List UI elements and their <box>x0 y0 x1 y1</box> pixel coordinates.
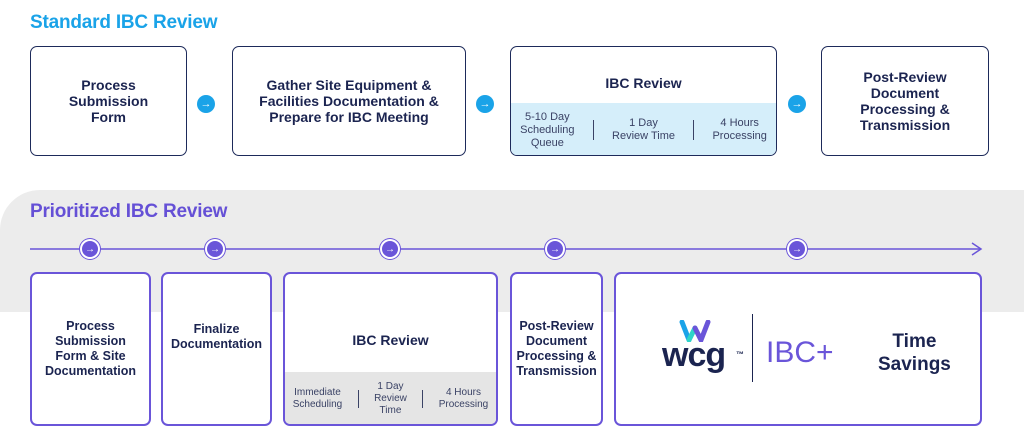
ibc-plus-wordmark: IBC+ <box>766 336 834 369</box>
step-label: Finalize Documentation <box>171 322 262 351</box>
divider <box>357 390 359 408</box>
standard-step-post-review: Post-Review Document Processing & Transm… <box>821 46 989 156</box>
step-label: Post-Review Document Processing & Transm… <box>859 69 951 133</box>
circle-arrow-right-icon: → <box>547 241 563 257</box>
prioritized-step-post-review: Post-Review Document Processing & Transm… <box>510 272 603 426</box>
detail-scheduling: Immediate Scheduling <box>292 387 343 410</box>
circle-arrow-right-icon: → <box>382 241 398 257</box>
prioritized-step-ibc-review: IBC Review Immediate Scheduling 1 Day Re… <box>283 272 498 426</box>
standard-step-ibc-review: IBC Review 5-10 Day Scheduling Queue 1 D… <box>510 46 777 156</box>
step-label: Process Submission Form & Site Documenta… <box>45 319 136 378</box>
time-savings-label: Time Savings <box>878 331 951 375</box>
divider <box>422 390 424 408</box>
circle-arrow-right-icon: → <box>207 241 223 257</box>
step-label: IBC Review <box>605 75 682 91</box>
detail-review-time: 1 Day Review Time <box>612 117 675 142</box>
divider <box>693 120 695 140</box>
trademark-symbol: ™ <box>736 350 744 359</box>
standard-step-process-submission: Process Submission Form <box>30 46 187 156</box>
timeline-arrow <box>30 242 983 256</box>
ibc-review-details: Immediate Scheduling 1 Day Review Time 4… <box>285 372 496 424</box>
detail-processing: 4 Hours Processing <box>438 387 489 410</box>
circle-arrow-right-icon: → <box>82 241 98 257</box>
circle-arrow-right-icon: → <box>476 95 494 113</box>
wcg-w-mark-icon <box>679 320 711 342</box>
step-label: Process Submission Form <box>68 77 149 125</box>
detail-processing: 4 Hours Processing <box>712 117 767 142</box>
ibc-review-details: 5-10 Day Scheduling Queue 1 Day Review T… <box>511 103 776 155</box>
step-label: IBC Review <box>352 332 429 348</box>
wcg-logo: wcg ™ <box>662 316 744 386</box>
prioritized-step-finalize: Finalize Documentation <box>161 272 272 426</box>
circle-arrow-right-icon: → <box>197 95 215 113</box>
standard-step-gather-documentation: Gather Site Equipment & Facilities Docum… <box>232 46 466 156</box>
prioritized-section-title: Prioritized IBC Review <box>30 201 228 222</box>
step-label: Gather Site Equipment & Facilities Docum… <box>259 77 439 125</box>
wcg-ibc-plus-result-box: wcg ™ IBC+ Time Savings <box>614 272 982 426</box>
detail-scheduling: 5-10 Day Scheduling Queue <box>520 110 575 149</box>
circle-arrow-right-icon: → <box>789 241 805 257</box>
circle-arrow-right-icon: → <box>788 95 806 113</box>
divider <box>592 120 594 140</box>
logo-divider <box>752 314 753 382</box>
wcg-wordmark: wcg <box>662 336 726 374</box>
step-label: Post-Review Document Processing & Transm… <box>516 319 597 378</box>
standard-section-title: Standard IBC Review <box>30 12 218 33</box>
detail-review-time: 1 Day Review Time <box>374 381 407 416</box>
prioritized-step-process-submission: Process Submission Form & Site Documenta… <box>30 272 151 426</box>
